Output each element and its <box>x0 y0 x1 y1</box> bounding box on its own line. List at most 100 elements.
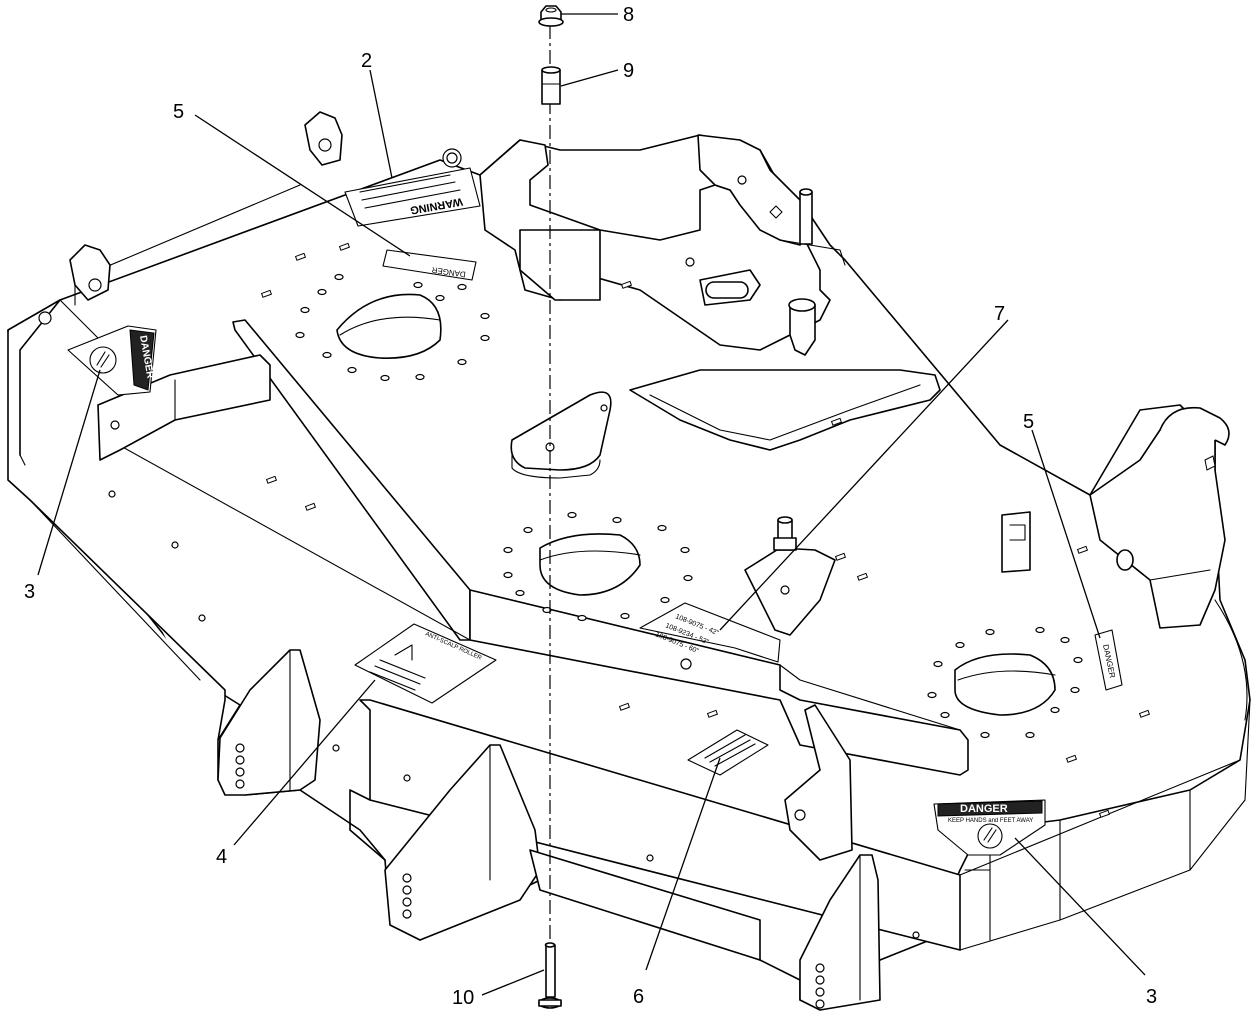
bolt-hole <box>683 574 693 582</box>
leader-5b <box>1031 429 1101 639</box>
deck-slot <box>1076 545 1089 554</box>
bolt-hole <box>317 288 327 296</box>
deck-slot <box>338 242 351 251</box>
bolt-hole <box>657 524 667 532</box>
anti-scalp-bracket-right <box>784 704 881 1011</box>
center-baffle <box>469 589 969 776</box>
danger-strip-decal-top: DANGER <box>382 249 477 281</box>
bolt-hole <box>1070 686 1080 694</box>
deck-slot <box>618 702 631 711</box>
callout-5-right: 5 <box>1023 411 1034 433</box>
spacer-part-9 <box>541 66 561 105</box>
bolt-hole <box>380 374 390 382</box>
bolt-hole <box>1060 636 1070 644</box>
bolt-hole <box>515 589 525 597</box>
callout-3-right: 3 <box>1146 986 1157 1008</box>
leader-3b <box>1014 837 1146 976</box>
anti-scalp-bracket-left <box>217 649 321 796</box>
leader-3a <box>37 369 101 576</box>
right-mount-bracket <box>1001 406 1230 629</box>
bolt-hole <box>980 731 990 739</box>
bolt-hole <box>480 334 490 342</box>
bolt-hole <box>457 283 467 291</box>
deck-slot <box>265 475 278 484</box>
bolt-hole <box>1025 731 1035 739</box>
bolt-hole <box>503 571 513 579</box>
leader-9 <box>560 69 619 87</box>
warning-decal: WARNING <box>344 167 481 227</box>
deck-slot <box>1138 709 1151 718</box>
bolt-hole <box>503 546 513 554</box>
callout-10: 10 <box>452 987 474 1009</box>
leader-5a <box>194 114 411 257</box>
bolt-hole <box>927 691 937 699</box>
deck-slot <box>706 709 719 718</box>
deck-slot <box>620 280 633 289</box>
deck-slot <box>856 572 869 581</box>
deck-info-decal <box>687 729 769 776</box>
leader-6 <box>645 757 721 971</box>
bolt-hole <box>334 273 344 281</box>
callout-7: 7 <box>994 303 1005 325</box>
bolt-part-10 <box>538 942 562 1009</box>
leader-4 <box>233 679 376 846</box>
bolt-hole <box>1035 626 1045 634</box>
leader-10 <box>481 969 545 996</box>
deck-slot <box>1065 754 1078 763</box>
bolt-hole <box>435 294 445 302</box>
danger-decal-left: DANGER <box>67 325 157 396</box>
bolt-hole <box>523 526 533 534</box>
spindle-openings <box>336 293 1056 716</box>
leader-lines <box>37 13 1146 996</box>
callout-8: 8 <box>623 4 634 26</box>
bolt-hole <box>620 612 630 620</box>
callout-5-top: 5 <box>173 101 184 123</box>
danger-decal-right-sub: KEEP HANDS and FEET AWAY <box>948 818 1033 824</box>
left-rear-brackets <box>38 111 343 461</box>
callout-2: 2 <box>361 50 372 72</box>
deck-slot <box>1098 809 1111 818</box>
danger-strip-decal-right: DANGER <box>1094 629 1123 691</box>
flange-nut-part-8 <box>538 5 564 27</box>
callout-9: 9 <box>623 60 634 82</box>
bolt-hole <box>415 373 425 381</box>
danger-decal-right-title: DANGER <box>960 803 1008 815</box>
callout-labels: 2 3 3 4 5 5 6 7 8 9 10 <box>24 4 1157 1009</box>
deck-size-decal: 108-9075 - 42" 108-9234 - 52" 108-9075 -… <box>639 602 781 670</box>
leader-7 <box>719 319 1009 631</box>
bolt-hole <box>300 306 310 314</box>
callout-3-left: 3 <box>24 581 35 603</box>
anti-scalp-bracket-center <box>384 744 761 961</box>
discharge-chute <box>629 369 941 451</box>
deck-slot <box>294 252 307 261</box>
callout-6: 6 <box>633 986 644 1008</box>
bolt-hole <box>933 660 943 668</box>
bolt-hole <box>612 516 622 524</box>
bolt-hole <box>322 351 332 359</box>
deck-slot <box>834 552 847 561</box>
idler-stud <box>744 516 836 636</box>
bolt-hole <box>567 511 577 519</box>
bolt-hole <box>1073 656 1083 664</box>
rear-bracket <box>442 134 846 356</box>
bolt-hole <box>457 358 467 366</box>
skirt-holes <box>108 490 920 939</box>
deck-slot <box>260 289 273 298</box>
bolt-hole <box>680 546 690 554</box>
leader-2 <box>369 69 393 179</box>
deck-slot <box>304 502 317 511</box>
bolt-holes <box>260 242 1151 818</box>
bolt-hole <box>542 606 552 614</box>
bolt-hole <box>577 614 587 622</box>
bolt-hole <box>660 596 670 604</box>
bolt-hole <box>1050 706 1060 714</box>
idler-arm <box>510 391 612 479</box>
bolt-hole <box>295 331 305 339</box>
bolt-hole <box>413 281 423 289</box>
bolt-hole <box>955 641 965 649</box>
deck-slot <box>830 417 843 426</box>
bolt-hole <box>480 312 490 320</box>
bolt-hole <box>347 366 357 374</box>
